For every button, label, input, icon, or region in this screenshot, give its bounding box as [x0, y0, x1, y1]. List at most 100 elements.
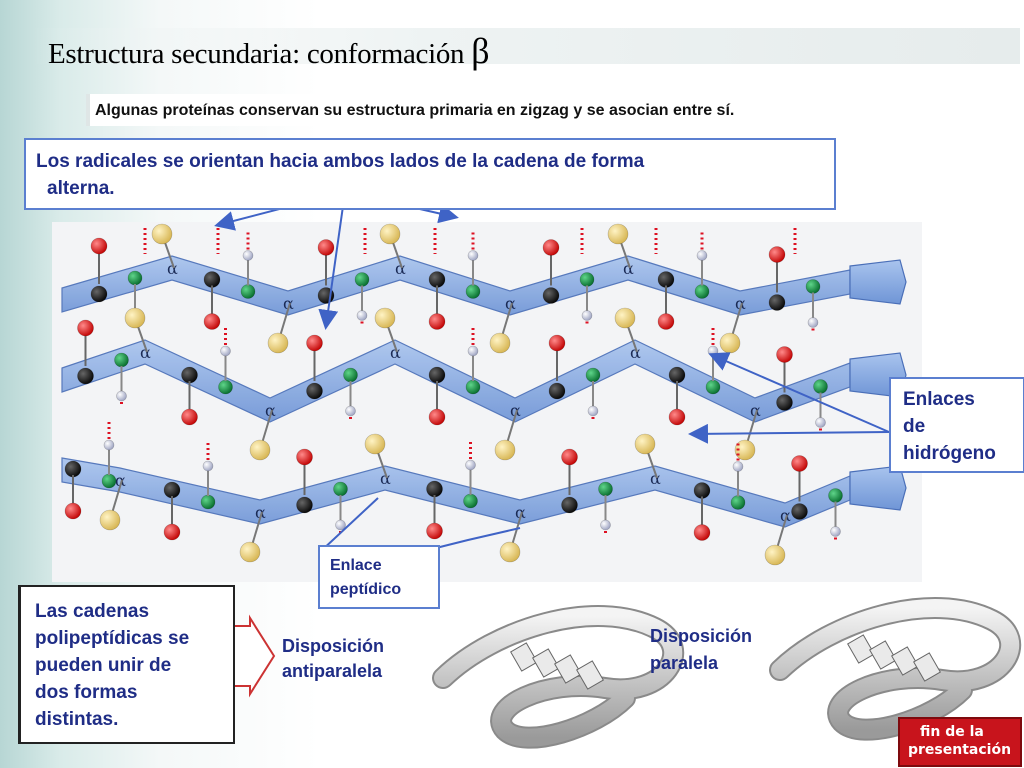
subtitle-box — [86, 94, 910, 126]
carbon-atom — [548, 382, 566, 400]
side-chain-atom — [267, 332, 289, 354]
ribbon-band-face — [434, 607, 683, 747]
nitrogen-atom — [127, 270, 143, 286]
oxygen-atom — [768, 246, 786, 263]
page-title-text: Estructura secundaria: conformación — [48, 38, 465, 70]
side-chain-atom — [99, 509, 121, 531]
ribbon-segment — [510, 642, 538, 672]
radicals-callout-line1: Los radicales se orientan hacia ambos la… — [36, 151, 645, 172]
hydrogen-atom — [465, 459, 476, 471]
side-chain-atom — [489, 332, 511, 354]
oxygen-atom — [426, 522, 443, 540]
antiparallel-ribbon — [432, 605, 685, 749]
hydrogen-atom — [581, 310, 593, 321]
alpha-label: α — [265, 401, 276, 420]
nitrogen-atom — [333, 481, 348, 497]
alpha-label: α — [505, 294, 516, 313]
oxygen-atom — [203, 313, 221, 330]
nitrogen-atom — [465, 379, 481, 395]
carbon-atom — [64, 460, 82, 478]
parallel-label: Disposición paralela — [650, 626, 752, 674]
hydrogen-atom — [220, 345, 231, 357]
nitrogen-atom — [579, 272, 595, 287]
carbon-atom — [181, 366, 198, 384]
nitrogen-atom — [218, 379, 233, 395]
hydrogen-atom — [807, 317, 819, 328]
hydrogen-atom — [335, 519, 346, 531]
ribbon-band-face — [771, 599, 1020, 739]
alpha-label: α — [283, 294, 294, 313]
alpha-label: α — [115, 471, 126, 490]
hydrogen-atom — [345, 405, 356, 417]
carbon-atom — [90, 285, 108, 303]
peptide-bond-callout: Enlace peptídico — [318, 545, 440, 609]
parallel-ribbon — [769, 597, 1022, 741]
oxygen-atom — [428, 313, 446, 330]
hydrogen-atom — [815, 417, 826, 428]
carbon-atom — [163, 481, 181, 499]
side-chain-atom — [634, 433, 656, 455]
two-forms-line4: dos formas — [35, 682, 138, 703]
carbon-atom — [428, 271, 446, 288]
side-chain-atom — [364, 433, 386, 455]
oxygen-atom — [776, 346, 793, 363]
ribbon-illustrations — [432, 597, 1022, 749]
two-forms-arrow — [232, 614, 276, 698]
nitrogen-atom — [805, 279, 821, 294]
carbon-atom — [77, 367, 94, 385]
ribbon-segment — [532, 648, 560, 678]
alpha-label: α — [140, 343, 151, 362]
carbon-atom — [561, 496, 578, 514]
hydrogen-atom — [830, 526, 841, 537]
ribbon-segment — [891, 646, 919, 676]
radicals-callout: Los radicales se orientan hacia ambos la… — [24, 138, 836, 210]
fin-line2: presentación — [908, 742, 1012, 758]
oxygen-atom — [296, 448, 313, 466]
ribbon-band — [769, 597, 1022, 741]
carbon-atom — [668, 366, 686, 384]
end-presentation-button[interactable]: fin de la presentación — [898, 717, 1022, 767]
nitrogen-atom — [101, 473, 117, 489]
oxygen-atom — [163, 523, 181, 541]
carbon-atom — [776, 394, 793, 411]
hydrogen-atom — [467, 250, 479, 261]
two-forms-box: Las cadenas polipeptídicas se pueden uni… — [18, 585, 235, 744]
hydrogen-callout-line1: Enlaces — [903, 389, 975, 410]
page-title: Estructura secundaria: conformación β — [48, 30, 490, 72]
carbon-atom — [791, 503, 808, 520]
oxygen-atom — [561, 448, 578, 466]
oxygen-atom — [548, 334, 566, 352]
carbon-atom — [426, 480, 443, 498]
nitrogen-atom — [813, 379, 828, 394]
hydrogen-atom — [116, 390, 127, 402]
nitrogen-atom — [598, 481, 613, 497]
alpha-label: α — [623, 259, 634, 278]
peptide-pointer — [319, 497, 379, 553]
hydrogen-bonds-callout: Enlaces de hidrógeno — [889, 377, 1024, 473]
alpha-label: α — [630, 343, 641, 362]
beta-symbol: β — [471, 31, 490, 71]
side-chain-atom — [719, 332, 741, 354]
hydrogen-bond-pointer — [708, 352, 890, 433]
alpha-label: α — [395, 259, 406, 278]
antiparallel-label: Disposición antiparalela — [282, 636, 384, 682]
side-chain-atom — [614, 307, 636, 329]
radicals-callout-line2: alterna. — [47, 178, 115, 199]
hydrogen-callout-line3: hidrógeno — [903, 443, 996, 464]
alpha-label: α — [780, 506, 791, 525]
oxygen-atom — [668, 408, 686, 426]
nitrogen-atom — [828, 488, 843, 503]
alpha-label: α — [255, 503, 266, 522]
side-chain-atom — [124, 307, 146, 329]
oxygen-atom — [64, 502, 82, 520]
alpha-label: α — [510, 401, 521, 420]
oxygen-atom — [77, 319, 94, 337]
nitrogen-atom — [354, 272, 370, 287]
side-chain-atom — [607, 223, 629, 245]
peptide-callout-line2: peptídico — [330, 581, 402, 598]
carbon-atom — [296, 496, 313, 514]
